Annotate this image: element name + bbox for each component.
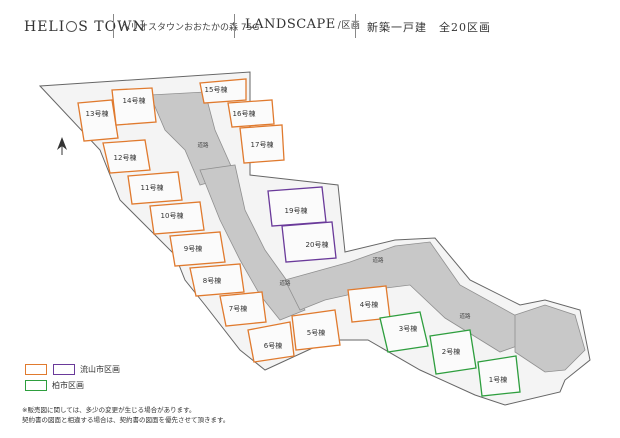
divider	[113, 14, 114, 38]
north-arrow-icon	[57, 137, 67, 155]
lot-label-10: 10号棟	[161, 211, 184, 220]
lot-11	[127, 171, 183, 205]
road-east	[284, 241, 521, 353]
subtitle: ヘリオスタウンおおたかの森 75G	[121, 23, 260, 33]
lot-label-6: 6号棟	[264, 341, 282, 350]
road-label: 道路	[372, 256, 384, 264]
road-main	[199, 164, 306, 321]
lot-16	[227, 99, 275, 128]
road-label: 道路	[459, 312, 471, 320]
lot-1	[477, 355, 521, 397]
lot-label-11: 11号棟	[141, 183, 164, 192]
lot-label-3: 3号棟	[399, 324, 417, 333]
road-label: 道路	[279, 279, 291, 287]
legend-label-nagareyama: 流山市区画	[80, 365, 120, 374]
lot-14	[111, 87, 157, 126]
legend-swatch-purple	[53, 364, 75, 375]
lot-label-17: 17号棟	[251, 140, 274, 149]
road-end	[514, 304, 586, 373]
lot-label-8: 8号棟	[203, 276, 221, 285]
legend-swatch-nagareyama	[25, 364, 47, 375]
lot-9	[169, 231, 226, 267]
legend-swatch-kashiwa	[25, 380, 47, 391]
landscape-title: LANDSCAPE/区画	[245, 17, 361, 32]
divider	[355, 14, 356, 38]
lot-7	[219, 291, 267, 327]
disclaimer-note: ※販売図に関しては、多少の変更が生じる場合があります。	[22, 406, 196, 414]
lot-5	[291, 309, 341, 351]
lot-label-9: 9号棟	[184, 244, 202, 253]
legend-label-kashiwa: 柏市区画	[52, 381, 84, 390]
lot-label-4: 4号棟	[360, 300, 378, 309]
disclaimer-note: 契約書の図面と相違する場合は、契約書の図面を優先させて頂きます。	[22, 416, 230, 424]
lot-20	[281, 221, 337, 263]
divider	[234, 14, 235, 38]
lot-label-20: 20号棟	[306, 240, 329, 249]
road-network	[149, 91, 586, 373]
lot-label-2: 2号棟	[442, 347, 460, 356]
lot-15	[199, 78, 247, 104]
lot-label-1: 1号棟	[489, 375, 507, 384]
lot-label-14: 14号棟	[123, 96, 146, 105]
lot-3	[379, 311, 429, 353]
lot-10	[149, 201, 205, 235]
lot-label-15: 15号棟	[205, 85, 228, 94]
lot-8	[189, 263, 245, 297]
sun-circle-icon	[66, 21, 78, 32]
lot-17	[239, 124, 285, 164]
lot-label-16: 16号棟	[233, 109, 256, 118]
lot-6	[247, 321, 295, 363]
lot-13	[77, 99, 119, 142]
lot-label-12: 12号棟	[114, 153, 137, 162]
lot-label-7: 7号棟	[229, 304, 247, 313]
lot-total: 新築一戸建 全20区画	[367, 21, 491, 34]
lot-label-19: 19号棟	[285, 206, 308, 215]
lot-2	[429, 329, 477, 375]
lot-12	[102, 139, 151, 174]
lot-label-5: 5号棟	[307, 328, 325, 337]
road-label: 道路	[197, 141, 209, 149]
lot-label-13: 13号棟	[86, 109, 109, 118]
